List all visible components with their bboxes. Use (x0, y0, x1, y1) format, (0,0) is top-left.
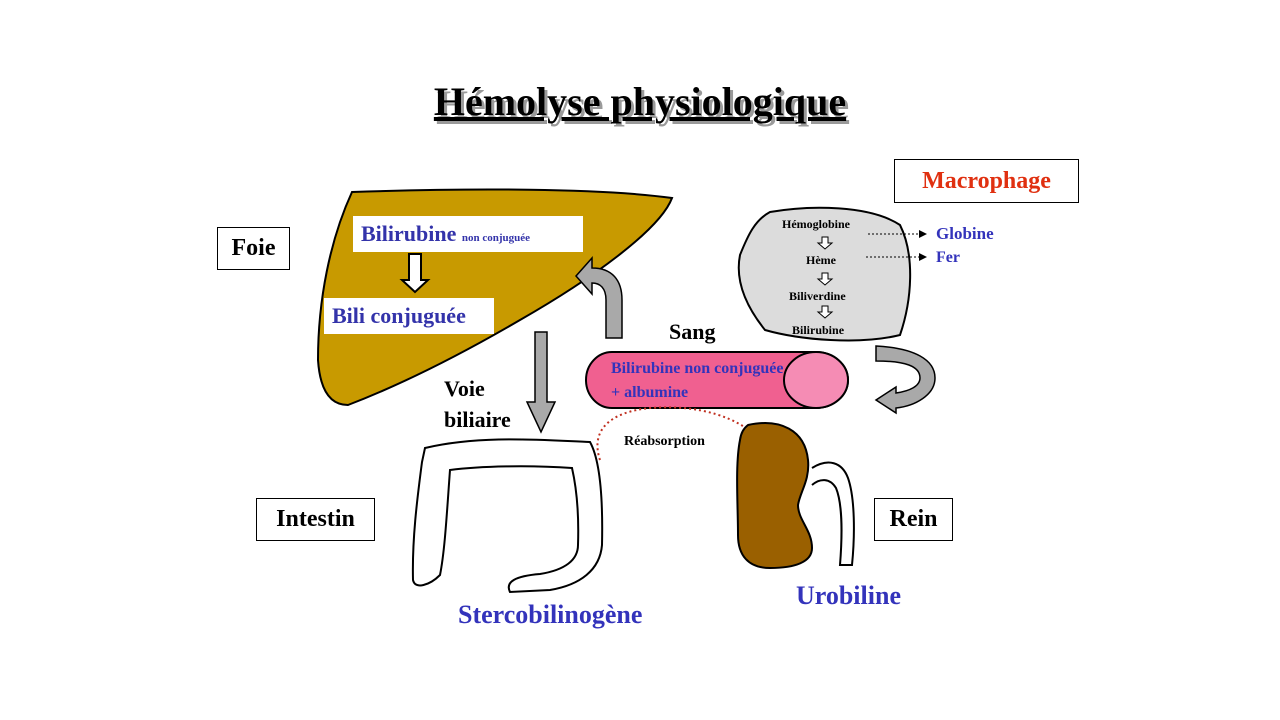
bilirubine-text: Bilirubine (361, 221, 457, 246)
blood-line-2: + albumine (611, 384, 689, 401)
conjugation-arrow (399, 253, 431, 294)
bile-duct-arrow (525, 331, 557, 434)
ureter-shape (811, 461, 855, 566)
liver-bilirubine-label: Bilirubine non conjuguée (353, 216, 583, 252)
urobiline-label: Urobiline (796, 581, 901, 610)
step-biliverdine: Biliverdine (789, 289, 846, 303)
step-heme: Hème (806, 253, 836, 267)
voie-label: Voie (444, 376, 485, 401)
blood-content: Bilirubine non conjuguée + albumine (611, 357, 783, 405)
fer-label: Fer (936, 249, 960, 266)
page-title: Hémolyse physiologique (433, 79, 847, 124)
step-bilirubine: Bilirubine (792, 323, 845, 337)
intestine-shape (411, 438, 604, 594)
kidney-shape (736, 422, 814, 570)
blood-line-1: Bilirubine non conjuguée (611, 360, 784, 377)
rein-label: Rein (874, 498, 953, 541)
foie-label: Foie (217, 227, 290, 270)
macrophage-label: Macrophage (894, 159, 1079, 203)
biliaire-label: biliaire (444, 407, 511, 432)
bili-conjuguee-label: Bili conjuguée (324, 298, 494, 334)
non-conjuguee-text: non conjuguée (461, 232, 531, 244)
stercobilinogene-label: Stercobilinogène (458, 600, 643, 629)
macrophage-to-blood-arrow (874, 345, 936, 415)
step-hemoglobine: Hémoglobine (782, 217, 850, 231)
blood-tube (585, 351, 849, 409)
macrophage-step-arrows (816, 236, 834, 319)
intestin-label: Intestin (256, 498, 375, 541)
sang-label: Sang (669, 319, 716, 344)
blood-to-liver-arrow (574, 256, 623, 339)
globine-label: Globine (936, 224, 994, 243)
reabsorption-arc (596, 406, 761, 461)
reabsorption-label: Réabsorption (624, 434, 705, 449)
